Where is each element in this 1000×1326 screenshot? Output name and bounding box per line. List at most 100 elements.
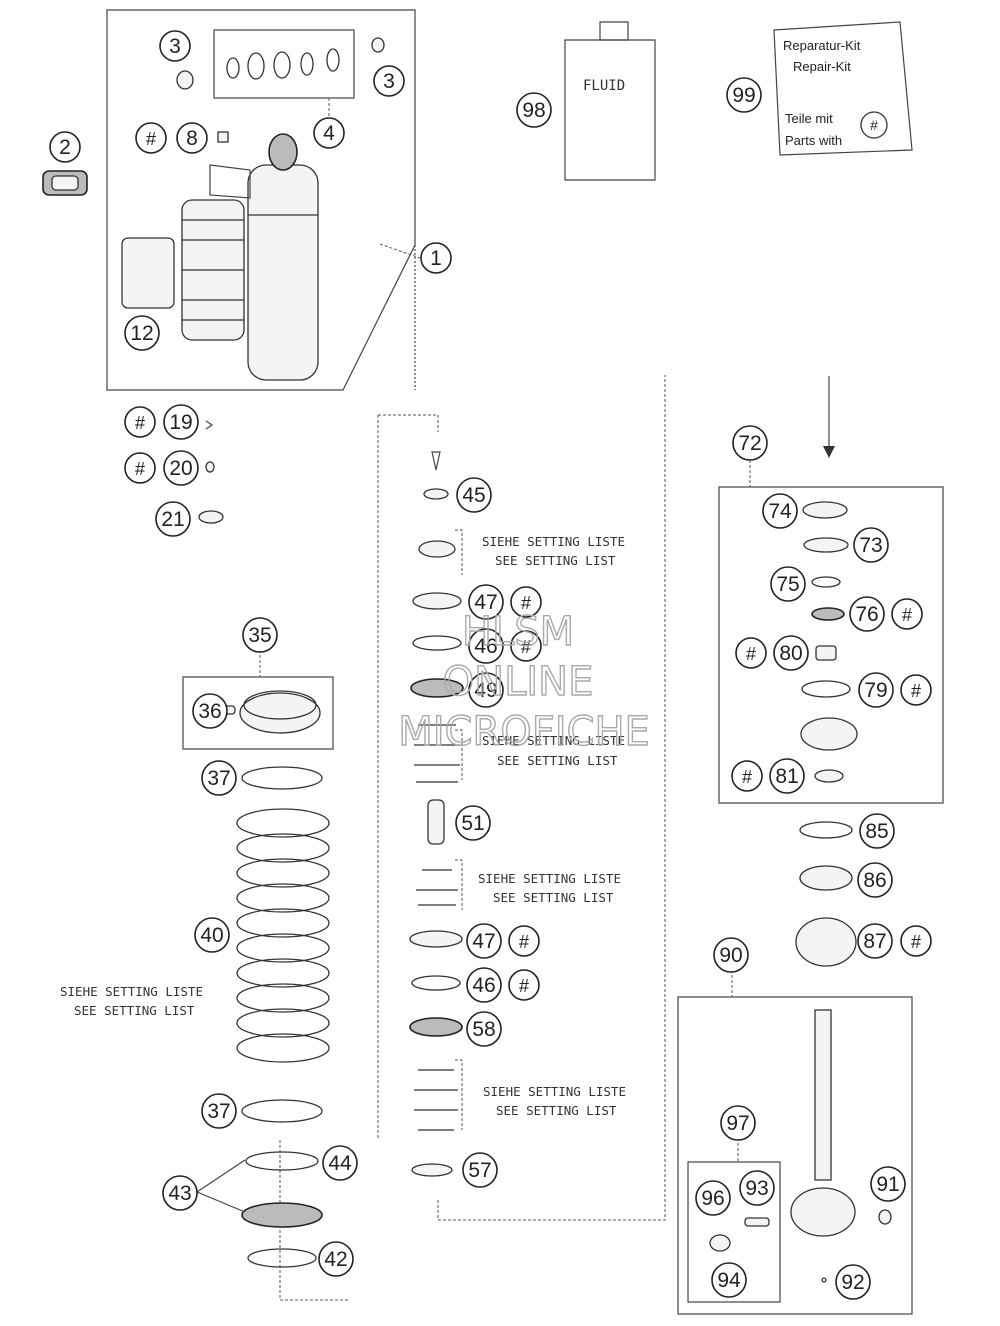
callout-c19: 19 bbox=[163, 404, 199, 440]
callout-circle bbox=[124, 452, 156, 484]
callout-c1: 1 bbox=[420, 242, 452, 274]
callout-c86: 86 bbox=[857, 862, 893, 898]
callout-c45: 45 bbox=[456, 477, 492, 513]
callout-hash-c19h: # bbox=[124, 406, 156, 438]
callout-number: 75 bbox=[776, 573, 799, 596]
callout-circle bbox=[770, 566, 806, 602]
setting-note-1-de: SIEHE SETTING LISTE bbox=[482, 534, 625, 549]
callout-circle bbox=[201, 760, 237, 796]
callout-c21: 21 bbox=[155, 501, 191, 537]
callout-circle bbox=[162, 1175, 198, 1211]
callout-circle bbox=[201, 1093, 237, 1129]
callout-circle bbox=[726, 77, 762, 113]
repair-kit-line-3: Teile mit bbox=[785, 111, 833, 126]
callout-circle bbox=[468, 628, 504, 664]
callout-number: # bbox=[911, 681, 921, 701]
callout-c74: 74 bbox=[762, 493, 798, 529]
callout-circle bbox=[891, 598, 923, 630]
callout-circle bbox=[462, 1152, 498, 1188]
part-3-small-washer-icon bbox=[176, 37, 385, 90]
callout-number: 99 bbox=[732, 84, 755, 107]
callout-number: 86 bbox=[863, 869, 886, 892]
setting-note-2-de: SIEHE SETTING LISTE bbox=[482, 733, 625, 748]
callout-number: 21 bbox=[161, 508, 184, 531]
callout-hash-c47ah: # bbox=[510, 586, 542, 618]
callout-circle bbox=[313, 117, 345, 149]
callout-number: 72 bbox=[738, 432, 761, 455]
callout-circle bbox=[769, 758, 805, 794]
setting-note-4-en: SEE SETTING LIST bbox=[496, 1103, 617, 1118]
callout-hash-c76h: # bbox=[891, 598, 923, 630]
callout-circle bbox=[176, 122, 208, 154]
callout-c75: 75 bbox=[770, 566, 806, 602]
callout-number: 91 bbox=[876, 1173, 899, 1196]
callout-c51: 51 bbox=[455, 805, 491, 841]
callout-number: 1 bbox=[430, 247, 442, 270]
callout-circle bbox=[420, 242, 452, 274]
callout-circle bbox=[732, 425, 768, 461]
callout-number: 79 bbox=[864, 679, 887, 702]
callout-circle bbox=[857, 862, 893, 898]
callout-number: 12 bbox=[130, 322, 153, 345]
callout-circle bbox=[455, 805, 491, 841]
callout-c58: 58 bbox=[466, 1011, 502, 1047]
callout-circle bbox=[900, 674, 932, 706]
setting-note-4-de: SIEHE SETTING LISTE bbox=[483, 1084, 626, 1099]
callout-c43: 43 bbox=[162, 1175, 198, 1211]
callout-number: # bbox=[746, 644, 756, 664]
repair-kit-line-4: Parts with bbox=[785, 133, 842, 148]
callout-number: # bbox=[742, 767, 752, 787]
right-stack-icons bbox=[795, 501, 858, 967]
callout-hash-c47bh: # bbox=[508, 925, 540, 957]
callout-number: 45 bbox=[462, 484, 485, 507]
callout-number: 93 bbox=[745, 1177, 768, 1200]
callout-c90: 90 bbox=[713, 937, 749, 973]
callout-number: 97 bbox=[726, 1112, 749, 1135]
callout-number: 92 bbox=[841, 1271, 864, 1294]
frame-center-column bbox=[377, 375, 666, 1221]
callout-circle bbox=[773, 635, 809, 671]
part-37-spring-seat-icon bbox=[241, 766, 323, 1123]
callout-hash-c87h: # bbox=[900, 925, 932, 957]
callout-c35: 35 bbox=[242, 617, 278, 653]
callout-circle bbox=[124, 406, 156, 438]
setting-note-spring-en: SEE SETTING LIST bbox=[74, 1003, 195, 1018]
callout-c93: 93 bbox=[739, 1170, 775, 1206]
callout-c72: 72 bbox=[732, 425, 768, 461]
callout-c99: 99 bbox=[726, 77, 762, 113]
callout-number: # bbox=[902, 605, 912, 625]
callout-number: 36 bbox=[198, 700, 221, 723]
callout-number: 37 bbox=[207, 1100, 230, 1123]
callout-number: 81 bbox=[775, 765, 798, 788]
callout-circle bbox=[858, 672, 894, 708]
callout-circle bbox=[508, 925, 540, 957]
callout-c46a: 46 bbox=[468, 628, 504, 664]
callout-number: # bbox=[519, 976, 529, 996]
callout-number: 2 bbox=[59, 136, 71, 159]
callout-circle bbox=[242, 617, 278, 653]
callout-number: 46 bbox=[474, 635, 497, 658]
callout-number: # bbox=[519, 932, 529, 952]
callout-circle bbox=[711, 1262, 747, 1298]
center-stack-icons bbox=[409, 488, 464, 1177]
callout-circle bbox=[159, 30, 191, 62]
callout-circle bbox=[466, 967, 502, 1003]
callout-circle bbox=[859, 813, 895, 849]
callout-circle bbox=[735, 637, 767, 669]
callout-circle bbox=[739, 1170, 775, 1206]
callout-number: 44 bbox=[328, 1152, 352, 1175]
callout-c37a: 37 bbox=[201, 760, 237, 796]
setting-note-1-en: SEE SETTING LIST bbox=[495, 553, 616, 568]
callout-hash-c81h: # bbox=[731, 760, 763, 792]
callout-c20: 20 bbox=[163, 450, 199, 486]
part-1-shock-body-icon bbox=[121, 133, 319, 381]
callout-circle bbox=[849, 596, 885, 632]
callout-c3b: 3 bbox=[373, 65, 405, 97]
callout-circle bbox=[510, 630, 542, 662]
callout-c36: 36 bbox=[192, 693, 228, 729]
callout-c46b: 46 bbox=[466, 967, 502, 1003]
setting-notes: SIEHE SETTING LISTE SEE SETTING LIST SIE… bbox=[60, 534, 626, 1118]
callout-circle bbox=[49, 131, 81, 163]
callout-c80: 80 bbox=[773, 635, 809, 671]
